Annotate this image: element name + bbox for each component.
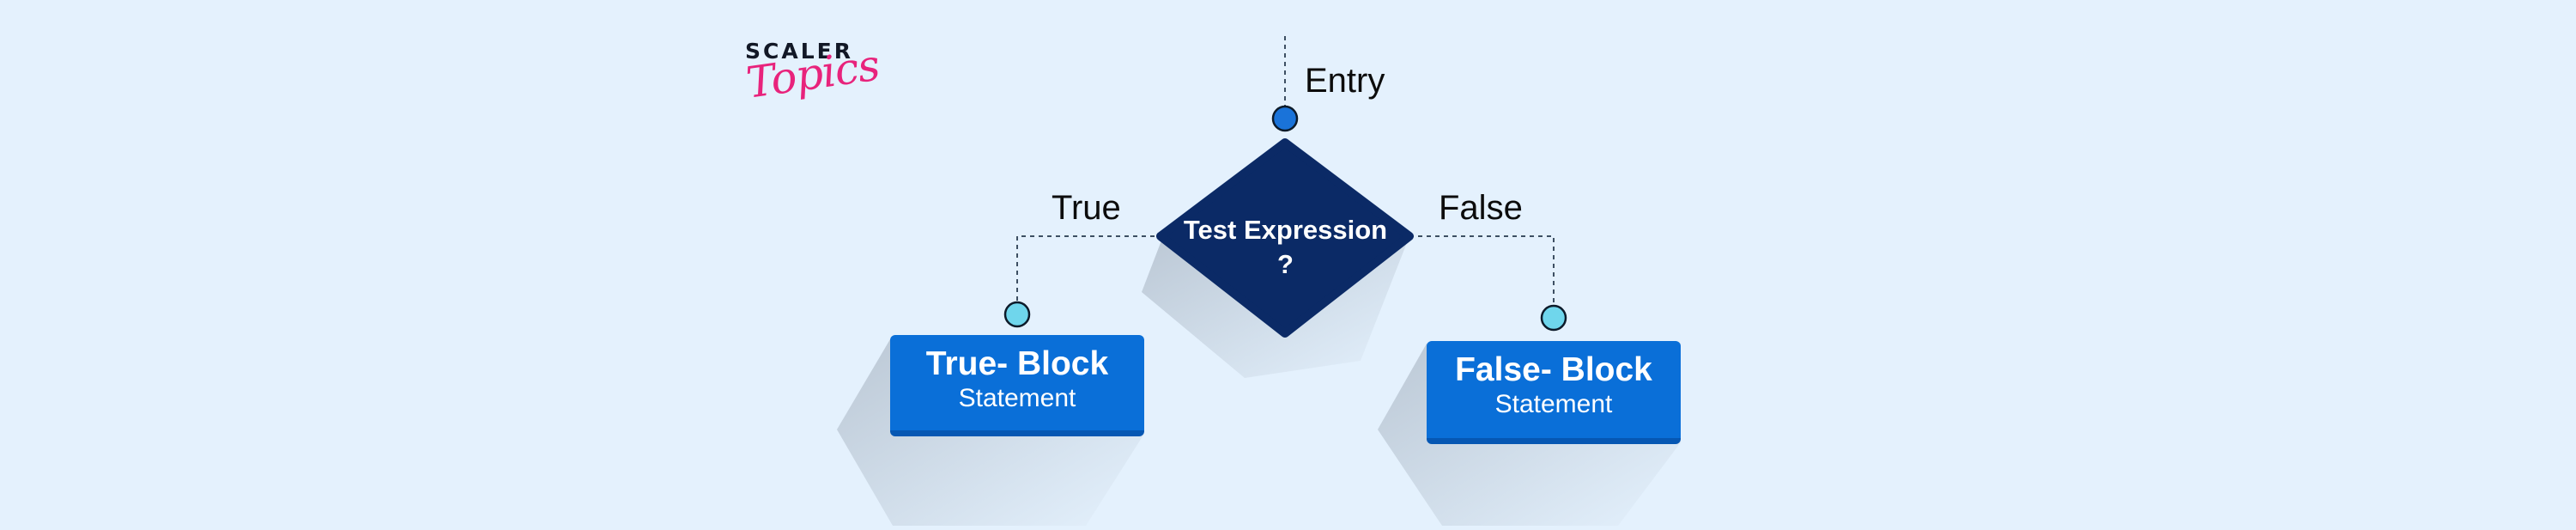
decision-line-1: Test Expression [1183,215,1388,245]
false-block-subtitle: Statement [1494,390,1613,418]
decision-line-2: ? [1277,249,1294,279]
entry-label: Entry [1305,62,1385,100]
decision-text: Test Expression ? [1176,213,1395,282]
scaler-topics-logo: SCALER Topics [743,39,882,108]
diamond-shadow [1142,236,1409,378]
false-block-title: False- Block [1455,351,1652,388]
true-branch-label: True [1052,189,1121,227]
true-node [1003,301,1031,328]
false-node [1540,304,1567,332]
entry-node [1271,105,1299,132]
decision-diamond [1156,138,1414,338]
false-block: False- Block Statement [1427,341,1681,444]
true-block-title: True- Block [925,345,1109,382]
logo-brand-top: SCALER [745,39,853,64]
false-branch-label: False [1439,189,1523,227]
true-block: True- Block Statement [890,335,1144,436]
false-connector [1409,235,1555,306]
true-connector [1016,235,1163,302]
true-block-subtitle: Statement [958,384,1076,412]
